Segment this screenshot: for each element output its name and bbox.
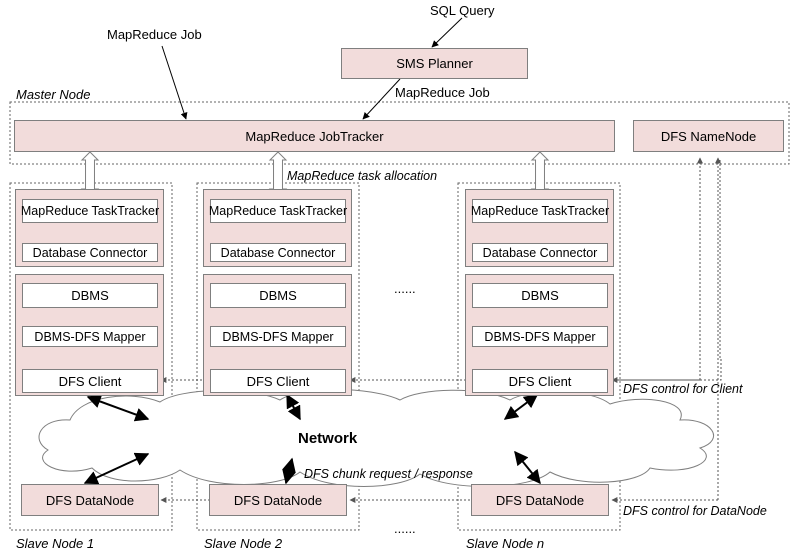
- net-arrow-client-n: [503, 394, 539, 420]
- slave1-dfs-client: DFS Client: [22, 369, 158, 393]
- slave-node-2-label: Slave Node 2: [204, 536, 283, 551]
- slave2-datanode: DFS DataNode: [209, 484, 347, 516]
- slaven-datanode: DFS DataNode: [471, 484, 609, 516]
- slaven-tasktracker: MapReduce TaskTracker: [471, 199, 609, 223]
- slaven-db-connector: Database Connector: [472, 243, 608, 262]
- slave2-dbms: DBMS: [210, 283, 346, 308]
- sql-query-arrow: [431, 17, 463, 48]
- task-allocation-label: MapReduce task allocation: [287, 169, 438, 183]
- slave2-tasktracker: MapReduce TaskTracker: [209, 199, 347, 223]
- master-node-label: Master Node: [16, 87, 91, 102]
- ellipsis-middle: ......: [394, 281, 416, 296]
- mapreduce-job-arrow-right: [362, 78, 401, 120]
- control-datanode-label: DFS control for DataNode: [623, 504, 767, 518]
- master-node-boundary: [9, 101, 790, 165]
- net-arrow-datanode-n: [514, 450, 541, 485]
- slave1-mapper: DBMS-DFS Mapper: [22, 326, 158, 347]
- slaven-dfs-client: DFS Client: [472, 369, 608, 393]
- slaven-dbms: DBMS: [472, 283, 608, 308]
- net-arrow-datanode-1: [83, 452, 150, 485]
- slave1-datanode: DFS DataNode: [21, 484, 159, 516]
- slave1-db-connector: Database Connector: [22, 243, 158, 262]
- control-client-label: DFS control for Client: [623, 382, 743, 396]
- namenode-box: DFS NameNode: [633, 120, 784, 152]
- network-label: Network: [298, 430, 358, 447]
- slave2-dfs-client: DFS Client: [210, 369, 346, 393]
- slave2-mapper: DBMS-DFS Mapper: [210, 326, 346, 347]
- slave2-db-connector: Database Connector: [210, 243, 346, 262]
- slave1-dbms: DBMS: [22, 283, 158, 308]
- sql-query-label: SQL Query: [430, 3, 495, 18]
- net-arrow-client-1: [86, 394, 150, 422]
- net-arrow-client-2: [286, 393, 301, 421]
- jobtracker-box: MapReduce JobTracker: [14, 120, 615, 152]
- slave1-tasktracker: MapReduce TaskTracker: [21, 199, 159, 223]
- mapreduce-job-label-right: MapReduce Job: [395, 85, 490, 100]
- slave-node-n-label: Slave Node n: [466, 536, 545, 551]
- mapreduce-job-label-top: MapReduce Job: [107, 27, 202, 42]
- mapreduce-job-arrow-left: [161, 45, 188, 120]
- chunk-request-label: DFS chunk request / response: [304, 467, 473, 481]
- slave-node-1-label: Slave Node 1: [16, 536, 95, 551]
- sms-planner-box: SMS Planner: [341, 48, 528, 79]
- ellipsis-bottom: ......: [394, 521, 416, 536]
- slaven-mapper: DBMS-DFS Mapper: [472, 326, 608, 347]
- net-arrow-datanode-2: [282, 457, 296, 485]
- control-client-line: [608, 160, 722, 381]
